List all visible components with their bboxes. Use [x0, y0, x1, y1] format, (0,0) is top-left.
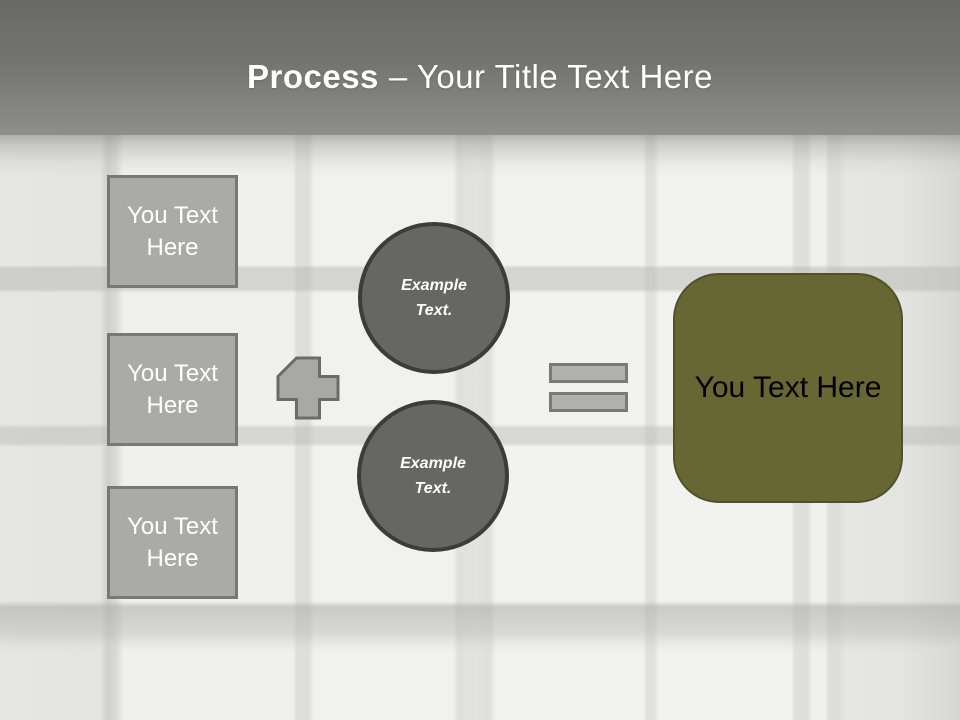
- input-box-1-label: You Text Here: [127, 201, 218, 261]
- page-title: Process– Your Title Text Here: [247, 40, 713, 96]
- example-circle-2-label: Example Text.: [400, 455, 466, 497]
- result-box-label: You Text Here: [694, 371, 882, 404]
- plus-icon: [276, 356, 340, 420]
- title-subtitle: – Your Title Text Here: [388, 57, 714, 95]
- input-box-3-label: You Text Here: [127, 512, 218, 572]
- example-circle-1: Example Text.: [358, 222, 510, 374]
- slide-header: Process– Your Title Text Here: [0, 0, 960, 135]
- equals-bar-top: [549, 363, 628, 383]
- example-circle-1-label: Example Text.: [401, 277, 467, 319]
- input-box-3: You Text Here: [107, 486, 238, 599]
- input-box-1: You Text Here: [107, 175, 238, 288]
- input-box-2: You Text Here: [107, 333, 238, 446]
- title-keyword: Process: [246, 57, 379, 95]
- example-circle-2: Example Text.: [357, 400, 509, 552]
- result-box: You Text Here: [673, 273, 903, 503]
- input-box-2-label: You Text Here: [127, 359, 218, 419]
- equals-icon: [549, 363, 628, 421]
- equals-bar-bottom: [549, 392, 628, 412]
